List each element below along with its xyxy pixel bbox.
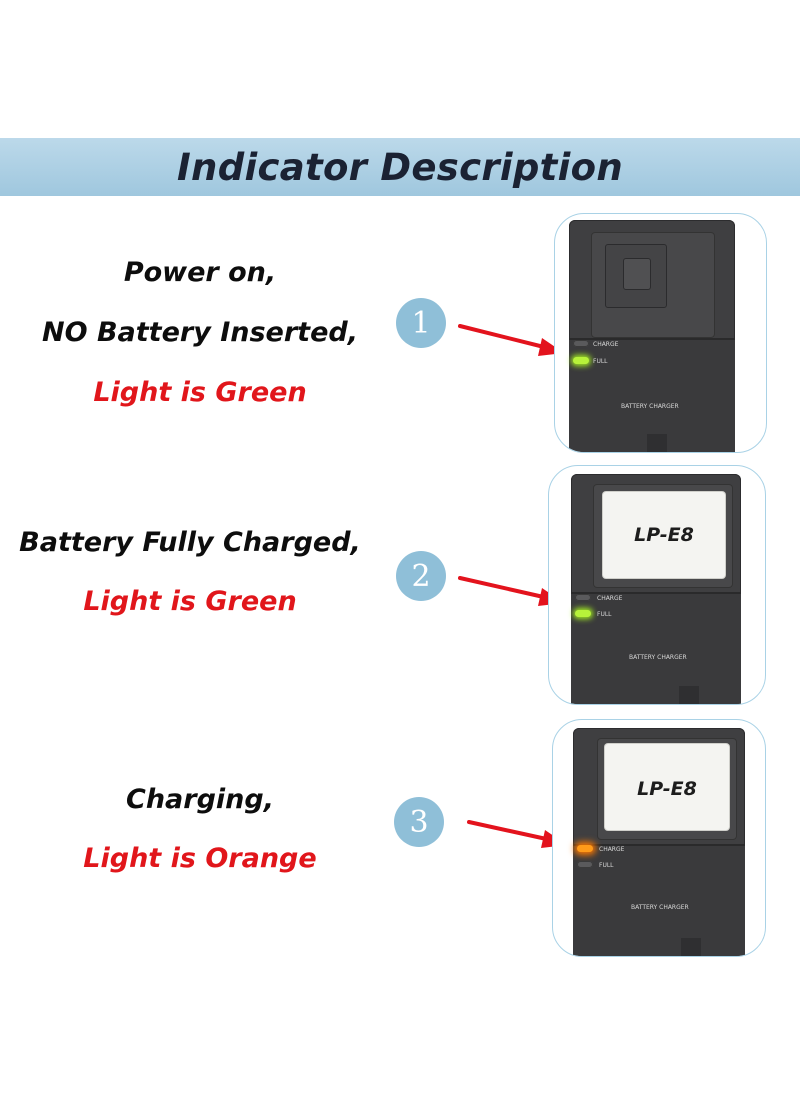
step-3-line-1: Charging, — [126, 784, 274, 815]
charger-body: CHARGE FULL BATTERY CHARGER — [569, 220, 735, 452]
step-1-description: Power on, NO Battery Inserted, Light is … — [20, 255, 380, 415]
step-2-number-badge: 2 — [396, 551, 446, 601]
full-led — [575, 610, 591, 617]
step-3-line-2: Light is Orange — [83, 843, 317, 874]
charge-led — [577, 845, 593, 852]
battery: LP-E8 — [603, 492, 725, 578]
charger-brand-label: BATTERY CHARGER — [629, 654, 687, 661]
battery-contact — [623, 258, 651, 290]
charger-brand-label: BATTERY CHARGER — [621, 403, 679, 410]
charge-led — [573, 340, 589, 347]
step-3-description: Charging, Light is Orange — [20, 782, 380, 882]
charge-label: CHARGE — [597, 595, 623, 602]
step-3-charger-photo: LP-E8 CHARGE FULL BATTERY CHARGER — [552, 719, 766, 957]
charger-body: LP-E8 CHARGE FULL BATTERY CHARGER — [571, 474, 741, 704]
power-cable — [647, 434, 667, 452]
charge-label: CHARGE — [593, 341, 619, 348]
power-cable — [679, 686, 699, 704]
step-2-description: Battery Fully Charged, Light is Green — [10, 525, 370, 625]
charge-label: CHARGE — [599, 846, 625, 853]
full-led — [577, 861, 593, 868]
step-1-line-2: NO Battery Inserted, — [42, 317, 358, 348]
step-1-line-3: Light is Green — [93, 377, 307, 408]
step-1-line-1: Power on, — [123, 257, 277, 288]
battery-model-label: LP-E8 — [637, 778, 697, 800]
charger-front-panel — [569, 338, 735, 452]
step-1-charger-photo: CHARGE FULL BATTERY CHARGER — [554, 213, 767, 453]
full-label: FULL — [593, 358, 608, 365]
title-banner: Indicator Description — [0, 138, 800, 196]
step-1-number-badge: 1 — [396, 298, 446, 348]
step-2-line-2: Light is Green — [83, 586, 297, 617]
full-label: FULL — [597, 611, 612, 618]
step-3-number-badge: 3 — [394, 797, 444, 847]
charger-front-panel — [573, 844, 745, 956]
battery: LP-E8 — [605, 744, 729, 830]
step-2-line-1: Battery Fully Charged, — [19, 527, 361, 558]
full-label: FULL — [599, 862, 614, 869]
charger-front-panel — [571, 592, 741, 704]
charge-led — [575, 594, 591, 601]
battery-cradle — [591, 232, 715, 338]
charger-body: LP-E8 CHARGE FULL BATTERY CHARGER — [573, 728, 745, 956]
power-cable — [681, 938, 701, 956]
battery-model-label: LP-E8 — [634, 524, 694, 546]
full-led — [573, 357, 589, 364]
step-2-charger-photo: LP-E8 CHARGE FULL BATTERY CHARGER — [548, 465, 766, 705]
page-title: Indicator Description — [176, 145, 624, 189]
charger-brand-label: BATTERY CHARGER — [631, 904, 689, 911]
